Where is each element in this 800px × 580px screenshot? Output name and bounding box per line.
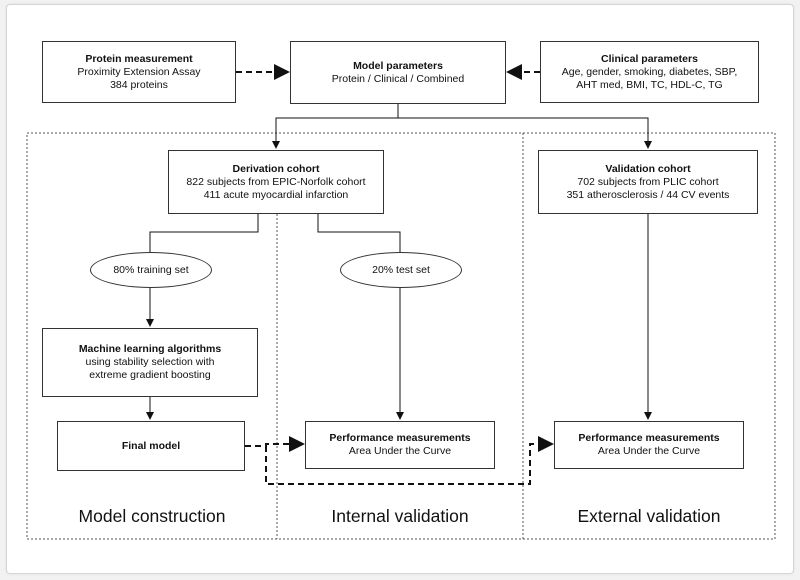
region-label-model-construction: Model construction bbox=[78, 506, 226, 526]
performance-internal-title: Performance measurements bbox=[329, 432, 471, 444]
final-model-box: Final model bbox=[57, 421, 245, 471]
protein-measurement-line2: 384 proteins bbox=[110, 78, 168, 91]
performance-external-box: Performance measurements Area Under the … bbox=[554, 421, 744, 469]
final-model-title: Final model bbox=[121, 439, 181, 452]
model-parameters-title: Model parameters bbox=[353, 59, 443, 72]
arrow-model-to-validation bbox=[398, 117, 652, 149]
arrow-model-to-cohorts bbox=[272, 104, 399, 149]
performance-external-line1: Area Under the Curve bbox=[597, 445, 701, 457]
model-parameters-box: Model parameters Protein / Clinical / Co… bbox=[290, 41, 506, 104]
protein-measurement-box: Protein measurement Proximity Extension … bbox=[42, 41, 236, 103]
performance-internal-box: Performance measurements Area Under the … bbox=[305, 421, 495, 469]
validation-cohort-title: Validation cohort bbox=[605, 162, 691, 175]
clinical-parameters-line2: AHT med, BMI, TC, HDL-C, TG bbox=[576, 78, 723, 91]
derivation-cohort-line2: 411 acute myocardial infarction bbox=[203, 188, 349, 201]
validation-cohort-box: Validation cohort 702 subjects from PLIC… bbox=[538, 150, 758, 214]
ml-algorithms-line1: using stability selection with bbox=[85, 356, 215, 368]
clinical-parameters-line1: Age, gender, smoking, diabetes, SBP, bbox=[561, 65, 738, 78]
region-label-external-validation: External validation bbox=[577, 506, 721, 526]
performance-internal-line1: Area Under the Curve bbox=[348, 445, 452, 457]
ml-algorithms-line2: extreme gradient boosting bbox=[89, 369, 211, 381]
derivation-cohort-box: Derivation cohort 822 subjects from EPIC… bbox=[168, 150, 384, 214]
ml-algorithms-box: Machine learning algorithms using stabil… bbox=[42, 328, 258, 397]
validation-cohort-line1: 702 subjects from PLIC cohort bbox=[577, 175, 719, 188]
performance-external-title: Performance measurements bbox=[578, 432, 720, 444]
derivation-cohort-title: Derivation cohort bbox=[232, 162, 320, 175]
arrow-final-to-internal bbox=[245, 436, 305, 452]
line-derivation-to-test bbox=[317, 214, 401, 252]
arrow-final-to-external bbox=[265, 436, 554, 485]
clinical-parameters-title: Clinical parameters bbox=[601, 52, 698, 65]
test-set-oval: 20% test set bbox=[340, 252, 462, 288]
derivation-cohort-line1: 822 subjects from EPIC-Norfolk cohort bbox=[186, 175, 366, 188]
ml-algorithms-title: Machine learning algorithms bbox=[78, 343, 222, 355]
protein-measurement-title: Protein measurement bbox=[85, 52, 193, 65]
model-parameters-line1: Protein / Clinical / Combined bbox=[331, 72, 465, 85]
protein-measurement-line1: Proximity Extension Assay bbox=[77, 65, 201, 78]
validation-cohort-line2: 351 atherosclerosis / 44 CV events bbox=[566, 188, 730, 201]
region-label-internal-validation: Internal validation bbox=[331, 506, 469, 526]
region-border bbox=[26, 132, 776, 540]
training-set-oval: 80% training set bbox=[90, 252, 212, 288]
line-derivation-to-training bbox=[149, 214, 259, 252]
clinical-parameters-box: Clinical parameters Age, gender, smoking… bbox=[540, 41, 759, 103]
